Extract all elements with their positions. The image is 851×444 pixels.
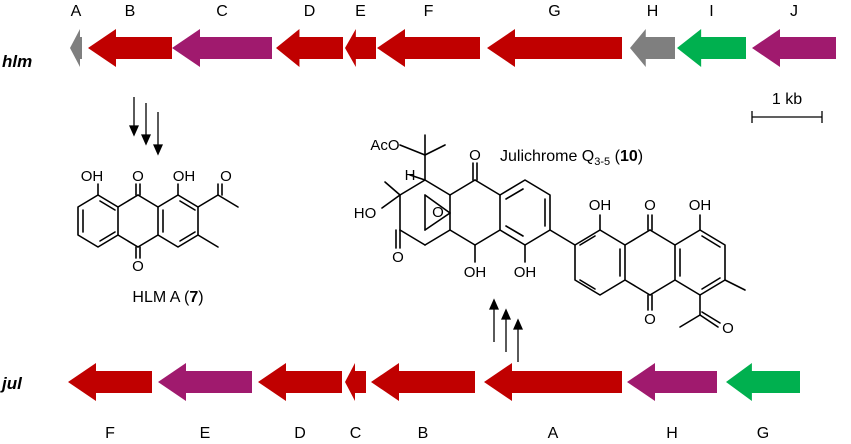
hlm-gene-j-arrow bbox=[752, 29, 836, 67]
hlm-gene-d-label: D bbox=[304, 3, 316, 20]
atom-o-ketone: O bbox=[392, 249, 404, 266]
atom-ho: HO bbox=[354, 205, 377, 222]
jul-gene-g-label: G bbox=[757, 425, 769, 442]
atom-o-4: O bbox=[644, 197, 656, 214]
hlm-gene-e-arrow bbox=[345, 29, 376, 67]
julichrome-subscript: 3-5 bbox=[594, 156, 610, 168]
hlm-gene-a-arrow bbox=[70, 29, 82, 67]
hlm-a-number: 7 bbox=[189, 289, 198, 306]
atom-o-5: O bbox=[644, 311, 656, 328]
jul-gene-c-arrow bbox=[345, 363, 366, 401]
jul-gene-b-arrow bbox=[371, 363, 475, 401]
hlm-gene-b-arrow bbox=[88, 29, 172, 67]
atom-oh-4: OH bbox=[514, 264, 537, 281]
julichrome-caption: Julichrome Q3-5 (10) bbox=[500, 148, 643, 168]
biosynthesis-arrows-hlm bbox=[128, 97, 164, 156]
jul-gene-h-label: H bbox=[666, 425, 678, 442]
hlm-gene-f-label: F bbox=[424, 3, 434, 20]
hlm-gene-c-arrow bbox=[172, 29, 272, 67]
hlm-a-close: ) bbox=[198, 289, 203, 306]
hlm-gene-g-label: G bbox=[548, 3, 560, 20]
jul-gene-a-arrow bbox=[484, 363, 622, 401]
jul-gene-e-arrow bbox=[158, 363, 252, 401]
hlm-gene-h-arrow bbox=[630, 29, 675, 67]
jul-gene-f-arrow bbox=[68, 363, 152, 401]
hlm-gene-j-label: J bbox=[790, 3, 798, 20]
atom-o-epoxide: O bbox=[432, 204, 444, 221]
hlm-gene-i-arrow bbox=[677, 29, 746, 67]
hlm-a-structure: OH O OH O O bbox=[77, 168, 239, 275]
julichrome-name: Julichrome Q bbox=[500, 148, 594, 165]
scale-bar: 1 kb bbox=[751, 91, 823, 123]
jul-gene-h-arrow bbox=[627, 363, 717, 401]
hlm-a-name: HLM A ( bbox=[132, 289, 190, 306]
atom-oh-3: OH bbox=[464, 264, 487, 281]
jul-gene-e-label: E bbox=[200, 425, 211, 442]
hlm-gene-e-label: E bbox=[355, 3, 366, 20]
atom-h: H bbox=[405, 167, 416, 184]
atom-o-2: O bbox=[220, 168, 232, 185]
hlm-gene-b-label: B bbox=[125, 3, 136, 20]
hlm-gene-a-label: A bbox=[71, 3, 82, 20]
hlm-cluster-label: hlm bbox=[2, 52, 32, 71]
atom-oh-6: OH bbox=[689, 197, 712, 214]
hlm-gene-labels: A B C D E F G H I J bbox=[71, 3, 798, 20]
jul-gene-d-arrow bbox=[258, 363, 342, 401]
jul-gene-arrows bbox=[68, 363, 800, 401]
jul-cluster-label: jul bbox=[0, 374, 23, 393]
jul-gene-a-label: A bbox=[548, 425, 559, 442]
hlm-gene-g-arrow bbox=[487, 29, 622, 67]
hlm-a-caption: HLM A (7) bbox=[132, 289, 203, 306]
jul-gene-b-label: B bbox=[418, 425, 429, 442]
jul-gene-c-label: C bbox=[350, 425, 362, 442]
hlm-gene-c-label: C bbox=[216, 3, 228, 20]
atom-o-quinone: O bbox=[469, 147, 481, 164]
atom-o-1: O bbox=[132, 168, 144, 185]
atom-oh-5: OH bbox=[589, 197, 612, 214]
hlm-gene-f-arrow bbox=[377, 29, 480, 67]
hlm-gene-arrows bbox=[70, 29, 836, 67]
atom-o-6: O bbox=[722, 320, 734, 337]
biosynthesis-arrows-jul bbox=[488, 298, 524, 362]
atom-oh-2: OH bbox=[173, 168, 196, 185]
atom-oh-1: OH bbox=[81, 168, 104, 185]
jul-gene-g-arrow bbox=[726, 363, 800, 401]
jul-gene-f-label: F bbox=[105, 425, 115, 442]
julichrome-structure: AcO H HO O O O OH OH OH O OH O O bbox=[354, 134, 746, 337]
atom-aco: AcO bbox=[370, 137, 399, 154]
hlm-gene-d-arrow bbox=[276, 29, 343, 67]
hlm-gene-i-label: I bbox=[709, 3, 713, 20]
scale-bar-label: 1 kb bbox=[772, 91, 802, 108]
hlm-gene-h-label: H bbox=[647, 3, 659, 20]
atom-o-3: O bbox=[132, 258, 144, 275]
julichrome-number: 10 bbox=[620, 148, 638, 165]
jul-gene-d-label: D bbox=[294, 425, 306, 442]
